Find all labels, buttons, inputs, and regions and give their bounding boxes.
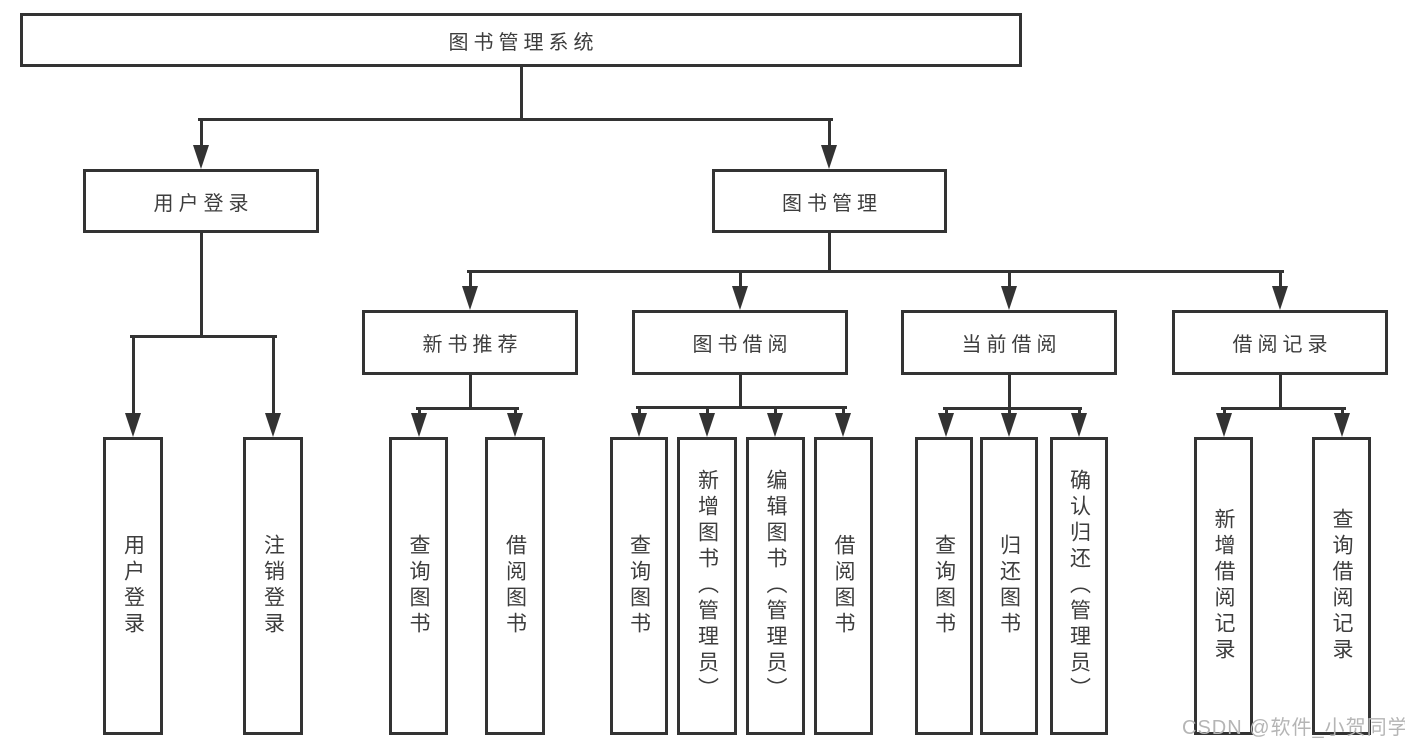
connector-arrow-shaft: [827, 120, 831, 146]
connector-hline: [197, 118, 833, 121]
connector-arrow-head: [1334, 413, 1350, 437]
leaf-borrow-books: 借阅图书: [814, 437, 873, 735]
connector-hline: [129, 335, 277, 338]
connector-hline: [466, 270, 1284, 273]
node-current-borrow-label: 当前借阅: [961, 334, 1062, 356]
connector-arrow-shaft: [1222, 409, 1226, 414]
leaf-edit-books-admin: 编辑图书（管理员）: [746, 437, 805, 735]
connector-arrow-shaft: [417, 409, 421, 414]
connector-arrow-head: [125, 413, 141, 437]
node-new-book-recommend-label: 新书推荐: [422, 334, 523, 356]
leaf-borrow-books-recommend-label: 借阅图书: [503, 534, 527, 638]
connector-arrow-head: [507, 413, 523, 437]
connector-arrow-shaft: [1077, 409, 1081, 414]
connector-arrow-shaft: [705, 408, 709, 414]
connector-vline: [199, 233, 203, 337]
connector-hline: [415, 407, 519, 410]
node-root: 图书管理系统: [20, 13, 1022, 67]
leaf-borrow-books-recommend: 借阅图书: [485, 437, 545, 735]
connector-arrow-head: [767, 413, 783, 437]
connector-arrow-head: [1001, 286, 1017, 310]
connector-arrow-shaft: [1007, 272, 1011, 287]
leaf-borrow-books-label: 借阅图书: [832, 534, 855, 638]
node-book-borrow-label: 图书借阅: [692, 334, 793, 356]
connector-arrow-shaft: [637, 408, 641, 414]
leaf-add-books-admin: 新增图书（管理员）: [677, 437, 737, 735]
leaf-query-books-current: 查询图书: [915, 437, 973, 735]
connector-vline: [468, 375, 472, 410]
leaf-confirm-return-admin-label: 确认归还（管理员）: [1067, 469, 1091, 703]
leaf-add-borrow-record-label: 新增借阅记录: [1212, 508, 1235, 664]
leaf-edit-books-admin-label: 编辑图书（管理员）: [764, 469, 787, 703]
node-root-label: 图书管理系统: [448, 31, 599, 54]
leaf-add-borrow-record: 新增借阅记录: [1194, 437, 1253, 735]
connector-arrow-shaft: [944, 409, 948, 414]
node-user-login: 用户登录: [83, 169, 319, 233]
csdn-watermark: CSDN @软件_小贺同学: [1182, 717, 1405, 739]
connector-arrow-shaft: [131, 337, 135, 414]
connector-arrow-head: [1272, 286, 1288, 310]
leaf-query-books-borrow-label: 查询图书: [627, 534, 651, 638]
leaf-user-login: 用户登录: [103, 437, 163, 735]
leaf-query-books-recommend-label: 查询图书: [407, 534, 430, 638]
node-new-book-recommend: 新书推荐: [362, 310, 578, 375]
node-current-borrow: 当前借阅: [901, 310, 1117, 375]
connector-vline: [1007, 375, 1011, 409]
connector-vline: [519, 67, 523, 120]
connector-arrow-head: [1071, 413, 1087, 437]
connector-arrow-head: [631, 413, 647, 437]
leaf-query-books-current-label: 查询图书: [932, 534, 956, 638]
node-borrow-records-label: 借阅记录: [1232, 334, 1333, 356]
node-borrow-records: 借阅记录: [1172, 310, 1388, 375]
connector-vline: [827, 233, 831, 272]
leaf-query-books-borrow: 查询图书: [610, 437, 668, 735]
connector-arrow-shaft: [1340, 409, 1344, 414]
leaf-logout-label: 注销登录: [261, 534, 285, 638]
connector-arrow-shaft: [199, 120, 203, 146]
node-user-login-label: 用户登录: [153, 192, 254, 215]
connector-hline: [1220, 407, 1346, 410]
connector-arrow-head: [1001, 413, 1017, 437]
connector-arrow-head: [462, 286, 478, 310]
leaf-user-login-label: 用户登录: [121, 534, 145, 638]
node-book-management: 图书管理: [712, 169, 947, 233]
leaf-confirm-return-admin: 确认归还（管理员）: [1050, 437, 1108, 735]
connector-arrow-shaft: [271, 337, 275, 414]
leaf-return-books-label: 归还图书: [997, 534, 1021, 638]
connector-arrow-head: [265, 413, 281, 437]
connector-arrow-shaft: [1007, 409, 1011, 414]
connector-arrow-head: [193, 145, 209, 169]
leaf-query-books-recommend: 查询图书: [389, 437, 448, 735]
leaf-query-borrow-record-label: 查询借阅记录: [1330, 508, 1353, 664]
connector-arrow-head: [821, 145, 837, 169]
leaf-add-books-admin-label: 新增图书（管理员）: [695, 469, 719, 703]
node-book-borrow: 图书借阅: [632, 310, 848, 375]
connector-hline: [635, 406, 847, 409]
connector-arrow-head: [411, 413, 427, 437]
connector-arrow-shaft: [738, 272, 742, 287]
connector-arrow-shaft: [1278, 272, 1282, 287]
connector-arrow-shaft: [513, 409, 517, 414]
connector-arrow-head: [1216, 413, 1232, 437]
leaf-return-books: 归还图书: [980, 437, 1038, 735]
connector-vline: [738, 375, 742, 408]
node-book-management-label: 图书管理: [782, 192, 882, 215]
connector-hline: [942, 407, 1082, 410]
connector-arrow-head: [699, 413, 715, 437]
connector-arrow-shaft: [841, 408, 845, 414]
connector-arrow-head: [732, 286, 748, 310]
connector-arrow-shaft: [468, 272, 472, 287]
connector-arrow-shaft: [773, 408, 777, 414]
connector-arrow-head: [938, 413, 954, 437]
connector-arrow-head: [835, 413, 851, 437]
leaf-logout: 注销登录: [243, 437, 303, 735]
connector-vline: [1278, 375, 1282, 409]
leaf-query-borrow-record: 查询借阅记录: [1312, 437, 1371, 735]
